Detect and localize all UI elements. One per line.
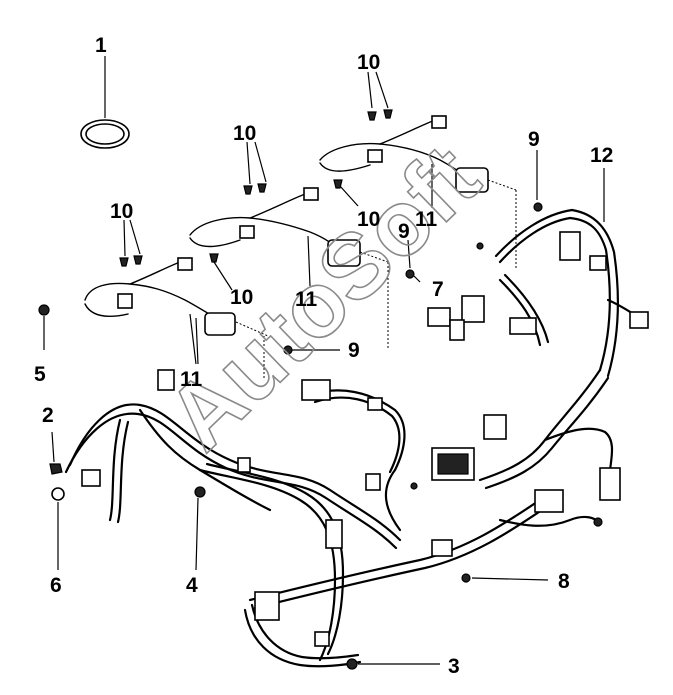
callout-10-center: 10	[357, 208, 380, 231]
callout-12: 12	[590, 144, 613, 167]
callout-11-upper: 11	[415, 208, 438, 231]
callout-6: 6	[50, 574, 62, 597]
harness-connectors	[81, 231, 649, 647]
callout-2: 2	[42, 404, 54, 427]
callout-8: 8	[558, 570, 570, 593]
callout-labels: 1 2 3 4 5 6 7 8 9 9 9 10 10 10 10 10 11 …	[34, 34, 613, 678]
fasteners	[38, 202, 603, 670]
callout-10-top: 10	[357, 51, 380, 74]
sensor-lead-harnesses	[84, 115, 489, 336]
clip-parts	[119, 109, 393, 267]
callout-10-lower: 10	[230, 286, 253, 309]
callout-10-upper: 10	[233, 122, 256, 145]
callout-7: 7	[432, 278, 444, 301]
watermark-text: AutoSoft	[148, 126, 498, 469]
callout-4: 4	[186, 574, 198, 597]
callout-11-lower: 11	[180, 368, 203, 391]
callout-9-middle: 9	[398, 220, 410, 243]
leader-lines	[43, 56, 605, 665]
callout-10-left: 10	[110, 200, 133, 223]
callout-3: 3	[448, 655, 460, 678]
callout-5: 5	[34, 363, 46, 386]
callout-1: 1	[95, 34, 107, 57]
ring-grommet-part	[80, 119, 130, 149]
callout-9-lower: 9	[348, 339, 360, 362]
callout-9-upper: 9	[528, 128, 540, 151]
callout-11-middle: 11	[295, 288, 318, 311]
main-harness	[64, 208, 642, 668]
